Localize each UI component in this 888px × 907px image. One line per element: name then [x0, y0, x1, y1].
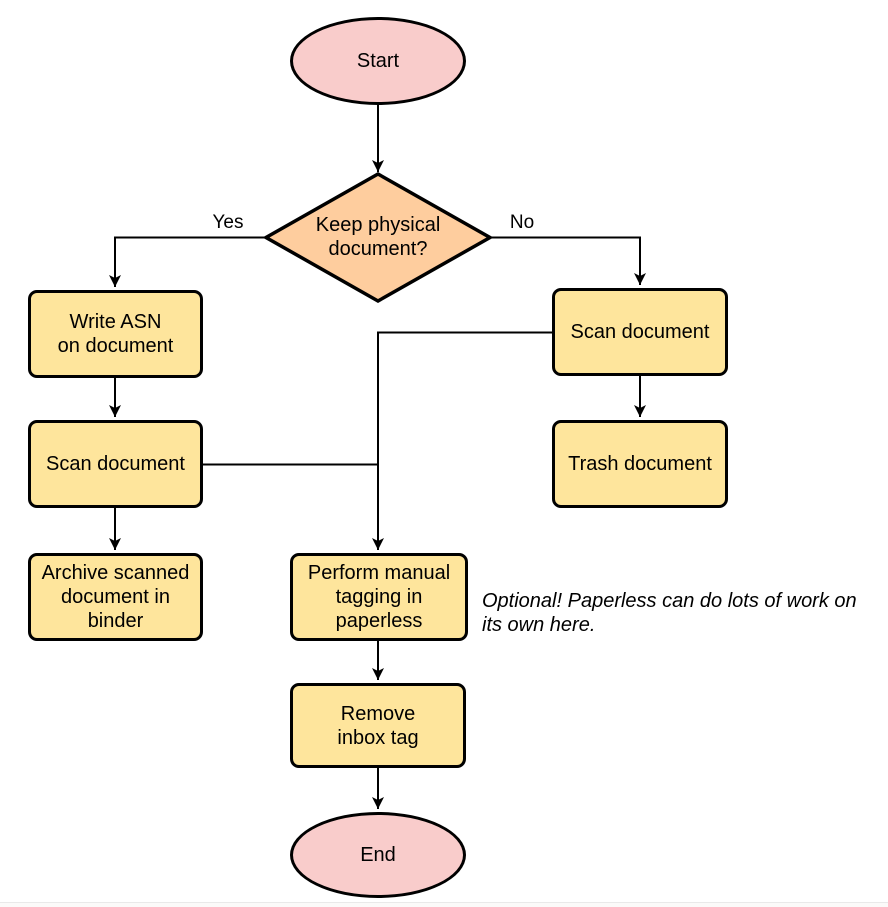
node-scan-document-right-label: Scan document [570, 321, 710, 343]
node-archive-binder: Archive scanned document in binder [28, 553, 203, 641]
edge-decision-yes-to-write-asn [109, 236, 267, 287]
node-trash-document-label: Trash document [568, 453, 712, 475]
annotation-optional-note: Optional! Paperless can do lots of work … [482, 590, 857, 636]
node-start: Start [290, 17, 466, 105]
node-scan-document-left-label: Scan document [46, 453, 185, 475]
edge-label-yes: Yes [212, 212, 244, 233]
node-scan-document-right: Scan document [552, 288, 728, 376]
edge-label-no: No [509, 212, 535, 233]
edge-scan-right-to-perform-tagging [372, 331, 552, 550]
node-perform-tagging: Perform manual tagging in paperless [290, 553, 468, 641]
decision-diamond-shape [262, 171, 494, 304]
node-trash-document: Trash document [552, 420, 728, 508]
node-scan-document-left: Scan document [28, 420, 203, 508]
page-bottom-divider [0, 902, 888, 907]
node-remove-inbox-tag-label: Remove inbox tag [337, 702, 419, 749]
node-decision-label: Keep physical document? [315, 214, 441, 260]
node-perform-tagging-label: Perform manual tagging in paperless [307, 562, 451, 632]
node-write-asn: Write ASN on document [28, 290, 203, 378]
node-remove-inbox-tag: Remove inbox tag [290, 683, 466, 768]
node-write-asn-label: Write ASN on document [57, 311, 174, 357]
node-end: End [290, 812, 466, 898]
edge-decision-no-to-scan-right [489, 236, 646, 285]
node-end-label: End [360, 844, 396, 866]
node-start-label: Start [356, 50, 400, 72]
node-archive-binder-label: Archive scanned document in binder [41, 562, 190, 632]
